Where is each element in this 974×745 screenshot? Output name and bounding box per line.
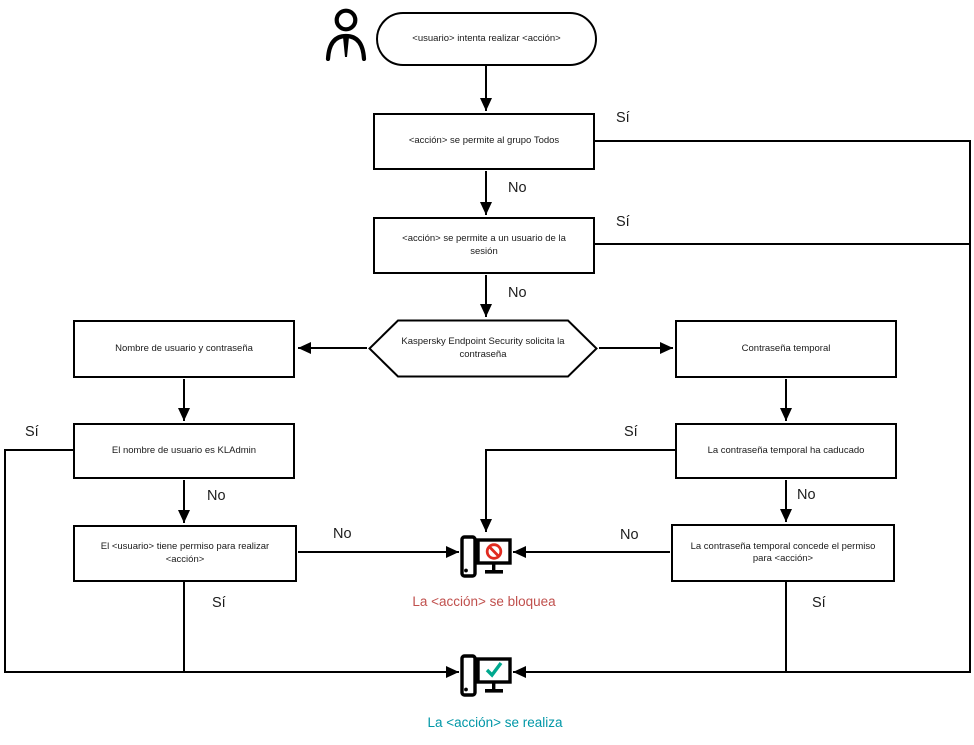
node-temporal-concede-label: La contraseña temporal concede el permis…	[690, 540, 876, 564]
hexagon-shape	[368, 319, 598, 378]
branch-sesion-no: No	[508, 285, 527, 301]
node-usuario-sesion-label: <acción> se permite a un usuario de la s…	[402, 233, 566, 257]
node-grupo-todos-label: <acción> se permite al grupo Todos	[408, 135, 560, 147]
branch-sesion-yes: Sí	[616, 214, 630, 230]
computer-blocked-icon	[460, 535, 512, 578]
node-nombre-contrasena: Nombre de usuario y contraseña	[73, 320, 295, 378]
branch-concede-no: No	[620, 527, 639, 543]
node-start: <usuario> intenta realizar <acción>	[376, 12, 597, 66]
branch-grupo-no: No	[508, 180, 527, 196]
node-usuario-sesion: <acción> se permite a un usuario de la s…	[373, 217, 595, 274]
node-usuario-permiso: El <usuario> tiene permiso para realizar…	[73, 525, 297, 582]
branch-concede-yes: Sí	[812, 595, 826, 611]
node-temporal-caducado: La contraseña temporal ha caducado	[675, 423, 897, 479]
node-temporal-concede: La contraseña temporal concede el permis…	[671, 524, 895, 582]
node-grupo-todos: <acción> se permite al grupo Todos	[373, 113, 595, 170]
node-solicita-contrasena-label: Kaspersky Endpoint Security solicita la …	[401, 336, 565, 360]
branch-kladmin-no: No	[207, 488, 226, 504]
branch-permiso-yes: Sí	[212, 595, 226, 611]
user-icon	[325, 8, 367, 61]
branch-grupo-yes: Sí	[616, 110, 630, 126]
prohibited-sign-icon	[485, 543, 503, 560]
computer-success-icon	[460, 654, 512, 697]
node-kladmin: El nombre de usuario es KLAdmin	[73, 423, 295, 479]
node-temporal-caducado-label: La contraseña temporal ha caducado	[707, 444, 865, 456]
outcome-done-text: La <acción> se realiza	[427, 715, 563, 730]
node-nombre-contrasena-label: Nombre de usuario y contraseña	[115, 342, 253, 354]
branch-caducado-yes: Sí	[624, 424, 638, 440]
check-icon	[485, 661, 503, 678]
node-start-label: <usuario> intenta realizar <acción>	[412, 32, 561, 44]
branch-permiso-no: No	[333, 526, 352, 542]
node-contrasena-temporal-label: Contraseña temporal	[741, 342, 831, 354]
outcome-blocked-text: La <acción> se bloquea	[412, 594, 556, 609]
node-usuario-permiso-label: El <usuario> tiene permiso para realizar…	[100, 541, 270, 565]
node-contrasena-temporal: Contraseña temporal	[675, 320, 897, 378]
branch-caducado-no: No	[797, 487, 816, 503]
node-kladmin-label: El nombre de usuario es KLAdmin	[111, 444, 257, 456]
branch-kladmin-yes: Sí	[25, 424, 39, 440]
node-solicita-contrasena: Kaspersky Endpoint Security solicita la …	[368, 319, 598, 378]
